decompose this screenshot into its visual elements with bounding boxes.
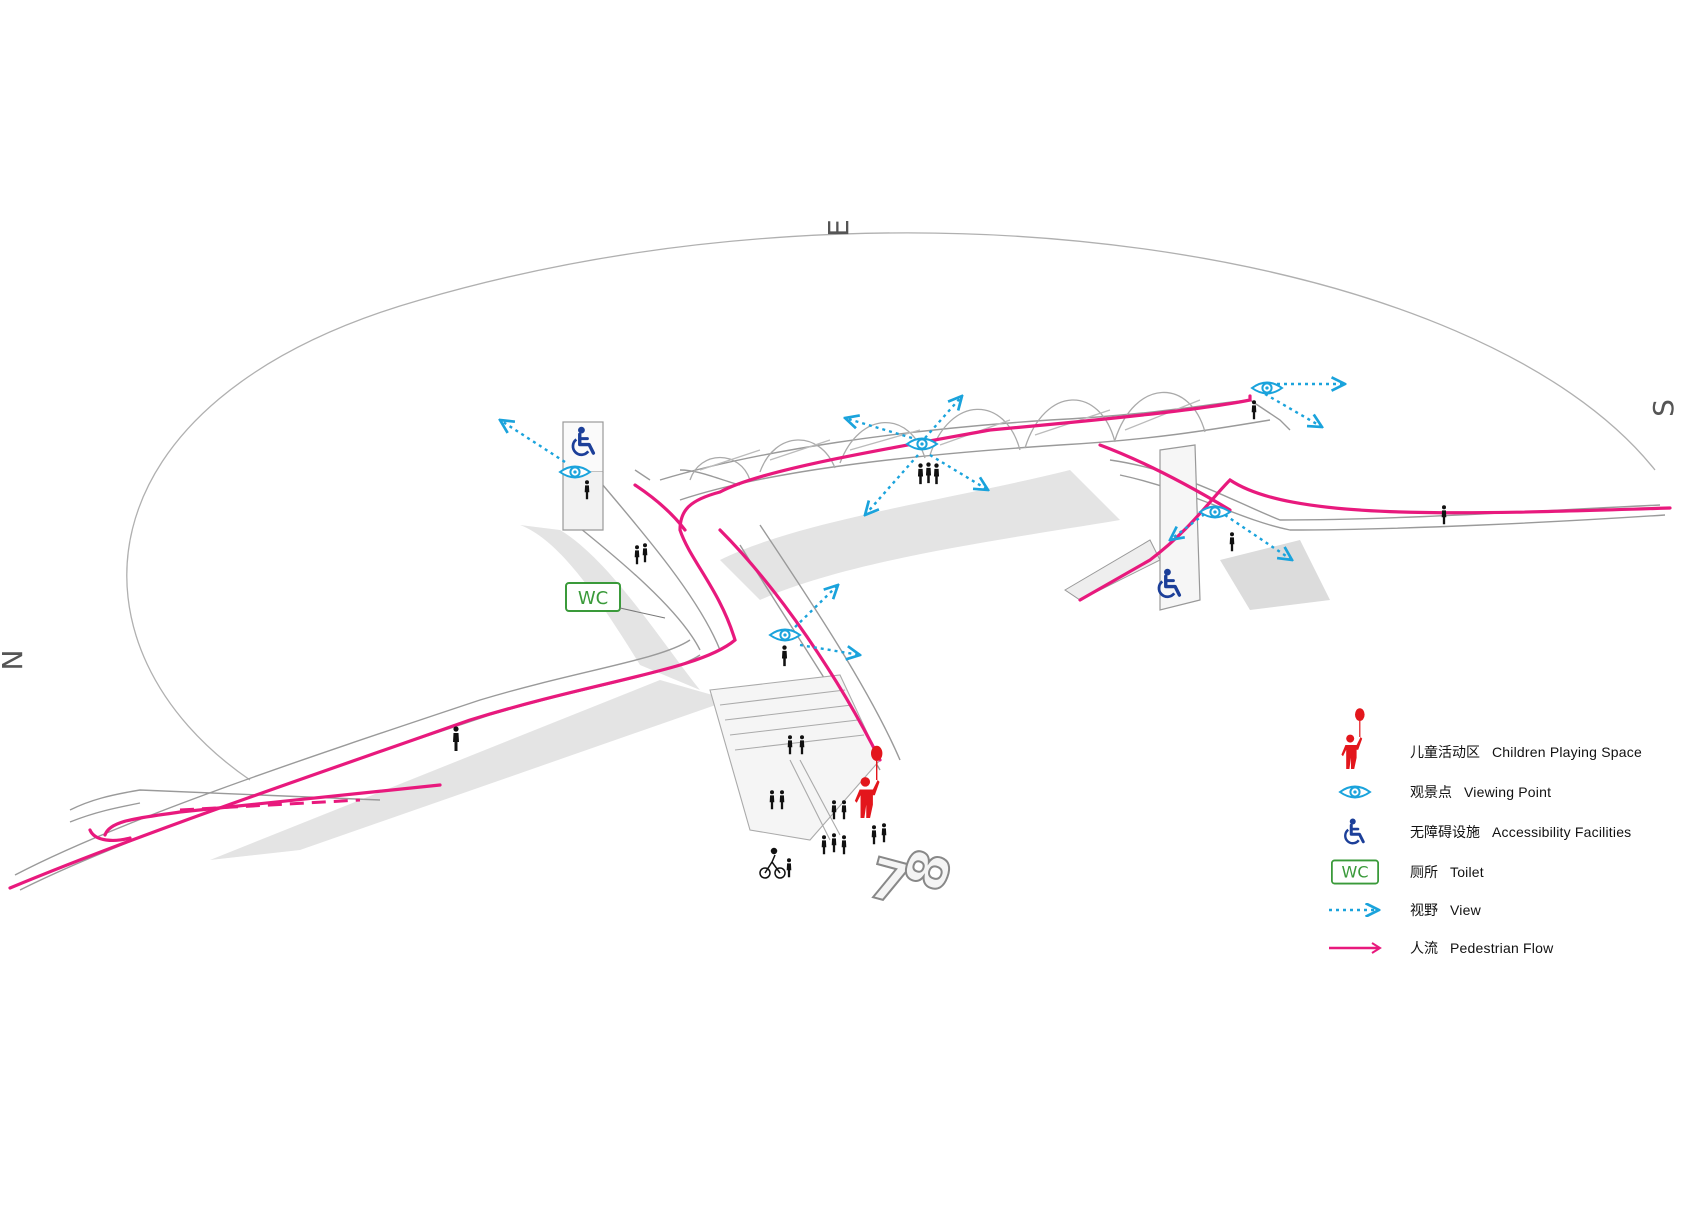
solid-arrow-icon xyxy=(1329,942,1382,954)
compass-north: N xyxy=(0,650,29,671)
compass-east: E xyxy=(822,219,855,237)
pedestrian-flow-dashed xyxy=(179,798,361,812)
svg-text:WC: WC xyxy=(1342,862,1369,881)
wc-icon: WC xyxy=(1331,859,1379,885)
children-playing-icon xyxy=(1340,707,1366,769)
legend-accessibility-zh: 无障碍设施 xyxy=(1410,824,1480,840)
pedestrian-flow-lines xyxy=(8,394,1672,890)
eye-icon xyxy=(1339,785,1371,799)
east-tower xyxy=(1064,444,1201,611)
legend-pedestrian-en: Pedestrian Flow xyxy=(1450,940,1554,956)
wc-marker: WC xyxy=(565,582,666,619)
legend-item-viewing: 观景点 Viewing Point xyxy=(1320,775,1551,809)
legend-item-pedestrian: 人流 Pedestrian Flow xyxy=(1320,931,1553,965)
eye-icon-north-tower xyxy=(558,465,592,479)
legend-toilet-zh: 厕所 xyxy=(1410,864,1438,880)
legend-item-children: 儿童活动区 Children Playing Space xyxy=(1320,707,1642,769)
legend-pedestrian-zh: 人流 xyxy=(1410,940,1438,956)
wheelchair-icon xyxy=(1343,817,1365,845)
orientation-ellipse xyxy=(126,232,1656,781)
legend-toilet-en: Toilet xyxy=(1450,864,1484,880)
cyclist-icon xyxy=(759,847,786,879)
eye-icon-east-tower xyxy=(1198,505,1232,519)
legend-viewing-zh: 观景点 xyxy=(1410,784,1452,800)
grandstand-stairs xyxy=(709,674,881,841)
legend-viewing-en: Viewing Point xyxy=(1464,784,1552,800)
legend-item-view: 视野 View xyxy=(1320,893,1481,927)
legend-children-zh: 儿童活动区 xyxy=(1410,744,1480,760)
legend-children-en: Children Playing Space xyxy=(1492,744,1642,760)
legend-view-en: View xyxy=(1450,902,1481,918)
eye-icon-south-end xyxy=(1250,381,1284,395)
legend-item-toilet: WC 厕所 Toilet xyxy=(1320,855,1484,889)
eye-icon-central-ramp xyxy=(768,628,802,642)
legend-accessibility-en: Accessibility Facilities xyxy=(1492,824,1632,840)
svg-text:WC: WC xyxy=(578,588,608,609)
compass-south: S xyxy=(1647,399,1680,417)
dotted-arrow-icon xyxy=(1329,903,1383,917)
eye-icon-arch-bridge xyxy=(905,437,939,451)
legend-view-zh: 视野 xyxy=(1410,902,1438,918)
legend-item-accessibility: 无障碍设施 Accessibility Facilities xyxy=(1320,815,1631,849)
